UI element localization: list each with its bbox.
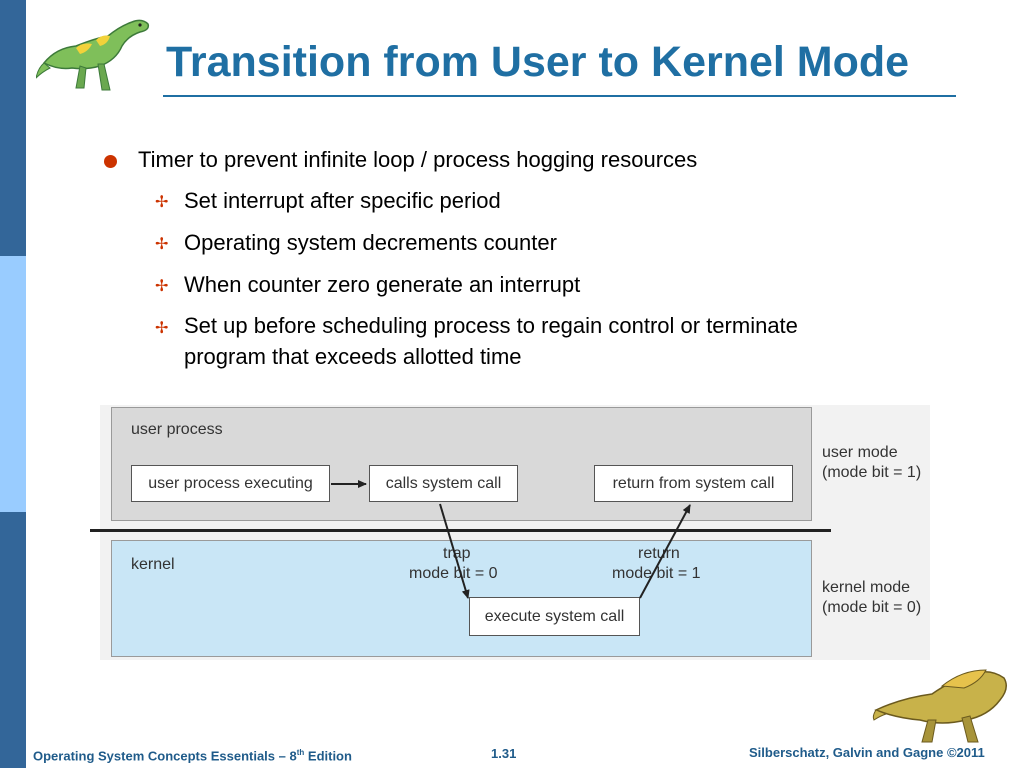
title-underline [163,95,956,97]
footer-copyright: Silberschatz, Galvin and Gagne ©2011 [749,745,985,760]
sidebar-band-middle [0,256,26,512]
user-mode-label: user mode [822,444,898,461]
footer-book-suffix: Edition [304,748,352,764]
return-mode-bit: mode bit = 1 [612,565,701,582]
dinosaur-logo-icon [872,669,1007,743]
sub-bullet-text-continued: program that exceeds allotted time [184,344,522,369]
footer-book-title: Operating System Concepts Essentials – 8… [33,748,352,763]
slide-title: Transition from User to Kernel Mode [166,38,910,86]
trap-label: trap [443,545,471,562]
sparkle-bullet-icon: ✢ [155,194,169,211]
box-return-from-system-call: return from system call [594,465,793,502]
sidebar-band-bottom [0,512,26,768]
kernel-mode-bit: (mode bit = 0) [822,599,922,616]
bullet-dot-icon [104,155,117,168]
footer-page-number: 1.31 [491,746,517,761]
bullet-text: Timer to prevent infinite loop / process… [138,147,698,172]
mode-divider-line [90,529,831,532]
trap-mode-bit: mode bit = 0 [409,565,498,582]
sub-bullet-text: Operating system decrements counter [184,230,557,255]
user-process-label: user process [131,421,223,438]
kernel-mode-label: kernel mode [822,579,911,596]
sub-bullet-text: Set interrupt after specific period [184,188,501,213]
sub-bullet-text: Set up before scheduling process to rega… [184,313,798,338]
sidebar-band-top [0,0,26,256]
sparkle-bullet-icon: ✢ [155,236,169,253]
return-label: return [638,545,680,562]
box-calls-system-call: calls system call [369,465,518,502]
box-user-process-executing: user process executing [131,465,330,502]
kernel-label: kernel [131,556,175,573]
dinosaur-logo-icon [36,19,150,91]
footer-book-sup: th [296,748,305,757]
sparkle-bullet-icon: ✢ [155,278,169,295]
footer-book-prefix: Operating System Concepts Essentials – 8 [33,748,297,764]
user-process-region [111,407,812,521]
box-execute-system-call: execute system call [469,597,640,636]
sub-bullet-text: When counter zero generate an interrupt [184,272,581,297]
user-mode-bit: (mode bit = 1) [822,464,922,481]
sparkle-bullet-icon: ✢ [155,320,169,337]
